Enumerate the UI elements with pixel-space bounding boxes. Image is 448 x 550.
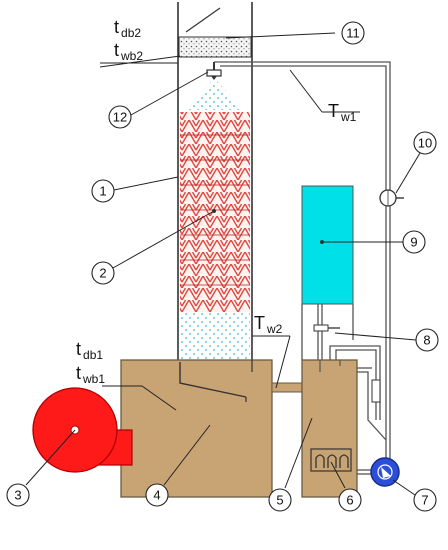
svg-text:11: 11 bbox=[346, 25, 360, 40]
svg-text:3: 3 bbox=[14, 487, 21, 502]
spray-nozzle bbox=[206, 62, 222, 80]
svg-text:2: 2 bbox=[99, 265, 106, 280]
return-pipe-outer bbox=[214, 61, 391, 190]
callout-9: 9 bbox=[402, 230, 426, 254]
circulation-pump bbox=[357, 457, 400, 487]
svg-text:4: 4 bbox=[153, 487, 160, 502]
bypass-valve bbox=[371, 379, 381, 403]
svg-text:10: 10 bbox=[418, 135, 432, 150]
svg-text:Tw2: Tw2 bbox=[254, 313, 283, 336]
svg-text:7: 7 bbox=[421, 492, 428, 507]
flow-meter bbox=[379, 189, 404, 207]
svg-text:1: 1 bbox=[99, 183, 106, 198]
svg-text:Tw1: Tw1 bbox=[328, 101, 357, 124]
air-inlet-chamber bbox=[120, 359, 273, 498]
makeup-water-reservoir bbox=[301, 185, 354, 305]
callout-4: 4 bbox=[145, 483, 169, 507]
blower-fan bbox=[32, 387, 133, 473]
svg-text:6: 6 bbox=[346, 492, 353, 507]
rain-zone bbox=[180, 312, 250, 360]
callout-6: 6 bbox=[338, 488, 362, 512]
spray-cone bbox=[186, 78, 244, 110]
callout-10: 10 bbox=[413, 131, 437, 155]
callout-2: 2 bbox=[91, 261, 115, 285]
callout-8: 8 bbox=[415, 328, 439, 352]
callout-11: 11 bbox=[341, 21, 365, 45]
tower-column bbox=[177, 2, 253, 360]
svg-text:9: 9 bbox=[410, 234, 417, 249]
return-pipe-inner bbox=[220, 65, 387, 190]
callout-3: 3 bbox=[6, 483, 30, 507]
sump-tank bbox=[301, 359, 358, 498]
callout-12: 12 bbox=[108, 105, 132, 129]
callout-1: 1 bbox=[91, 179, 115, 203]
drift-eliminator bbox=[178, 36, 252, 58]
electric-heater bbox=[310, 448, 352, 472]
bypass-pipe-c bbox=[357, 371, 387, 441]
exit-air-arrow bbox=[185, 7, 221, 33]
makeup-valve bbox=[313, 304, 340, 360]
svg-text:5: 5 bbox=[276, 492, 283, 507]
callout-5: 5 bbox=[268, 488, 292, 512]
svg-text:8: 8 bbox=[423, 332, 430, 347]
svg-text:12: 12 bbox=[113, 109, 127, 124]
callout-7: 7 bbox=[413, 488, 437, 512]
